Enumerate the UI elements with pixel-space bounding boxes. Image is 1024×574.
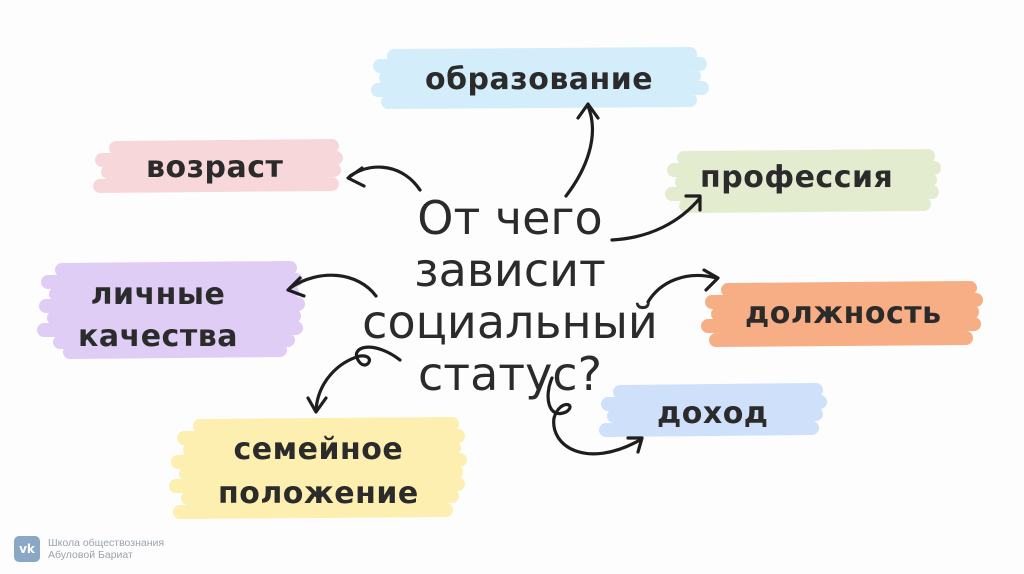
node-income: доход (657, 396, 769, 431)
node-personal-qualities: личные качества (78, 274, 238, 358)
node-personal-line-2: качества (78, 319, 238, 354)
central-question: От чего зависит социальный статус? (360, 192, 660, 400)
node-profession: профессия (700, 160, 894, 195)
node-education: образование (425, 62, 654, 97)
node-age: возраст (146, 150, 284, 185)
age-highlight (93, 139, 343, 198)
arrow-personal (288, 273, 378, 298)
arrow-profession (610, 196, 702, 242)
arrow-family (314, 345, 402, 412)
central-line-4: статус? (418, 347, 602, 401)
node-personal-line-1: личные (90, 277, 226, 312)
node-family-line-1: семейное (233, 432, 404, 467)
arrow-position (646, 273, 718, 304)
personal-highlight (37, 261, 305, 359)
arrow-education (564, 104, 595, 198)
central-line-3: социальный (362, 295, 658, 349)
position-highlight (701, 281, 983, 348)
watermark: vk Школа обществознания Абуловой Бариат (14, 534, 164, 564)
family-highlight (169, 417, 467, 522)
arrow-income (546, 376, 642, 456)
watermark-line-1: Школа обществознания (48, 537, 165, 549)
central-line-1: От чего (417, 191, 603, 245)
central-line-2: зависит (414, 243, 606, 297)
vk-icon: vk (14, 536, 40, 562)
node-position: должность (745, 296, 942, 331)
watermark-line-2: Абуловой Бариат (48, 549, 133, 561)
profession-highlight (665, 149, 941, 214)
node-family-status: семейное положение (218, 428, 419, 516)
node-family-line-2: положение (218, 476, 419, 511)
education-highlight (371, 47, 709, 110)
watermark-text: Школа обществознания Абуловой Бариат (48, 537, 164, 561)
income-highlight (599, 383, 827, 440)
